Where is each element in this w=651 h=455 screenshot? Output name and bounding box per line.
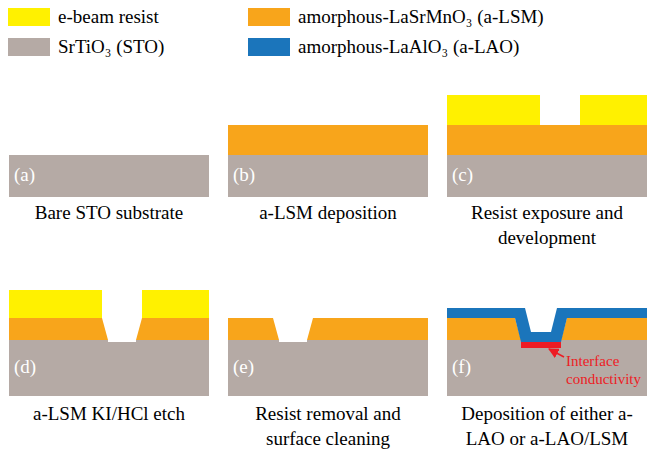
- substrate: [228, 155, 428, 197]
- step-caption: a-LSM KI/HCl etch: [9, 401, 209, 426]
- legend-swatch: [248, 38, 290, 56]
- resist-layer: [9, 290, 102, 318]
- resist-layer: [142, 290, 209, 318]
- panel-letter: (c): [452, 164, 473, 186]
- resist-layer: [447, 95, 540, 125]
- legend-swatch: [8, 38, 50, 56]
- substrate: [228, 340, 428, 396]
- legend-label: amorphous-LaAlO₃ (a-LAO): [298, 35, 519, 59]
- legend-swatch: [248, 8, 290, 26]
- lsm-layer: [561, 318, 647, 340]
- lsm-layer: [228, 318, 279, 340]
- step-caption: a-LSM deposition: [228, 200, 428, 225]
- legend-label: e-beam resist: [58, 5, 159, 29]
- substrate: [447, 155, 647, 197]
- lsm-layer: [307, 318, 428, 340]
- substrate: [9, 155, 209, 197]
- lsm-layer: [228, 125, 428, 155]
- resist-layer: [580, 95, 647, 125]
- lao-layer: [447, 308, 647, 342]
- substrate: [9, 340, 209, 396]
- conductive-interface: [521, 342, 561, 348]
- substrate: [447, 340, 647, 396]
- lsm-layer: [447, 318, 521, 340]
- lsm-layer: [447, 125, 647, 155]
- panel-letter: (b): [233, 164, 255, 186]
- panel-letter: (e): [233, 356, 254, 378]
- panel-letter: (d): [14, 356, 36, 378]
- leader-arrow: [549, 349, 564, 357]
- step-caption: Resist removal and surface cleaning: [228, 401, 428, 451]
- legend-swatch: [8, 8, 50, 26]
- lsm-layer: [9, 318, 108, 340]
- step-caption: Bare STO substrate: [9, 200, 209, 225]
- callout-note: Interface conductivity: [566, 352, 648, 388]
- step-caption: Deposition of either a-LAO or a-LAO/LSM: [447, 401, 647, 451]
- panel-letter: (f): [452, 356, 471, 378]
- legend-label: SrTiO₃ (STO): [58, 35, 164, 59]
- legend-label: amorphous-LaSrMnO₃ (a-LSM): [298, 5, 544, 29]
- panel-letter: (a): [14, 164, 35, 186]
- step-caption: Resist exposure and development: [447, 200, 647, 250]
- lsm-layer: [136, 318, 209, 340]
